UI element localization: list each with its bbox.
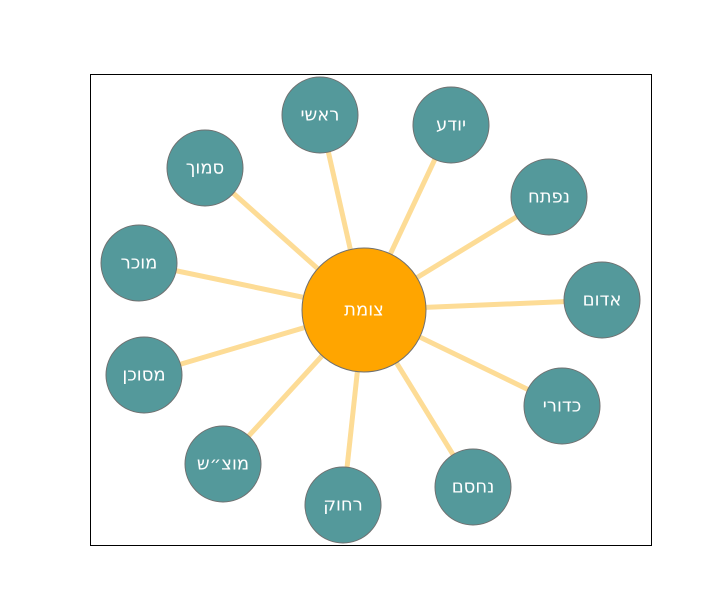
node-label: כדורי xyxy=(543,396,581,417)
hub-node: צומת xyxy=(301,247,427,373)
node-n7: רחוק xyxy=(304,466,382,544)
node-n6: נחסם xyxy=(434,448,512,526)
node-n8: מוצ״ש xyxy=(184,425,262,503)
node-label: ראשי xyxy=(301,105,340,126)
node-circle xyxy=(184,425,262,503)
hub-circle xyxy=(301,247,427,373)
node-label: מוצ״ש xyxy=(197,454,249,475)
node-label: רחוק xyxy=(323,495,363,516)
node-label: נפתח xyxy=(528,187,570,208)
node-label: אדום xyxy=(583,290,622,311)
node-circle xyxy=(281,76,359,154)
node-n5: כדורי xyxy=(523,367,601,445)
node-circle xyxy=(510,158,588,236)
node-n10: מוכר xyxy=(100,224,178,302)
node-n11: סמוך xyxy=(166,129,244,207)
node-circle xyxy=(434,448,512,526)
node-label: מסוכן xyxy=(122,365,165,386)
node-circle xyxy=(166,129,244,207)
node-label: נחסם xyxy=(452,477,495,498)
node-label: יודע xyxy=(436,115,466,136)
node-circle xyxy=(105,336,183,414)
node-circle xyxy=(100,224,178,302)
node-n4: אדום xyxy=(563,261,641,339)
node-label: סמוך xyxy=(186,158,224,179)
node-n9: מסוכן xyxy=(105,336,183,414)
node-circle xyxy=(563,261,641,339)
hub-label: צומת xyxy=(344,300,384,321)
node-label: מוכר xyxy=(121,253,158,274)
node-circle xyxy=(523,367,601,445)
nodes-layer: ראשי יודע נפתח אדום כדורי נחסם רחוק מוצ״ש מסוכן מ… xyxy=(100,76,641,544)
node-n1: ראשי xyxy=(281,76,359,154)
node-circle xyxy=(304,466,382,544)
node-circle xyxy=(412,86,490,164)
node-n3: נפתח xyxy=(510,158,588,236)
node-n2: יודע xyxy=(412,86,490,164)
